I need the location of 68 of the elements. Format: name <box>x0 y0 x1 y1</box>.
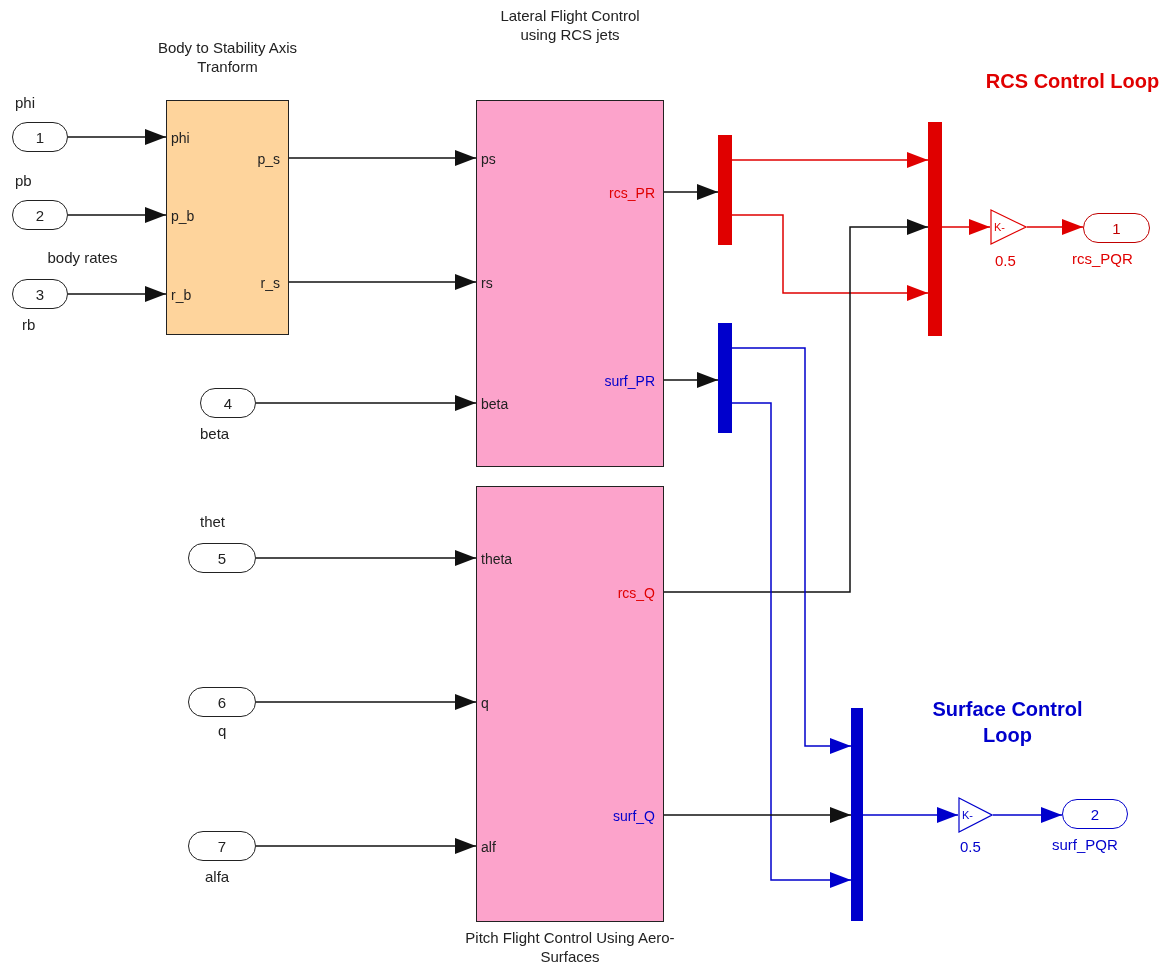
signal-line <box>862 807 959 823</box>
outport: 2 <box>1062 799 1128 829</box>
port-label: r_b <box>171 287 192 303</box>
mux-bar <box>928 122 942 336</box>
signal-line <box>731 347 852 754</box>
outport: 1 <box>1083 213 1150 243</box>
signal-line <box>663 184 719 200</box>
port-label: r_s <box>260 275 280 291</box>
signal-line <box>255 550 477 566</box>
port-name: alfa <box>205 868 230 885</box>
port-name: pb <box>15 172 32 189</box>
loop-title: Surface Control Loop <box>931 697 1084 748</box>
demux-bar <box>718 135 732 245</box>
port-label: phi <box>171 130 190 146</box>
signal-line <box>288 150 477 166</box>
inport: 5 <box>188 543 256 573</box>
signal-line <box>67 286 167 302</box>
port-label: p_s <box>257 151 280 167</box>
block-title: Pitch Flight Control Using Aero-Surfaces <box>464 928 676 966</box>
mux-bar <box>851 708 863 921</box>
inport: 1 <box>12 122 68 152</box>
signal-line <box>663 807 852 823</box>
signal-group-label: body rates <box>46 248 119 268</box>
port-label: surf_Q <box>613 808 655 824</box>
inport: 2 <box>12 200 68 230</box>
block-title: Lateral Flight Control using RCS jets <box>499 6 641 44</box>
port-label: alf <box>481 839 496 855</box>
port-name: thet <box>200 513 226 530</box>
signal-line <box>941 219 991 235</box>
port-label: theta <box>481 551 513 567</box>
inport: 7 <box>188 831 256 861</box>
signal-line <box>67 129 167 145</box>
port-label: rcs_Q <box>617 585 655 601</box>
signal-line <box>255 395 477 411</box>
gain-block: K- <box>958 797 993 833</box>
port-label: ps <box>481 151 496 167</box>
signal-line <box>1026 219 1084 235</box>
signal-line <box>731 152 929 168</box>
inport: 6 <box>188 687 256 717</box>
port-name: rb <box>22 316 36 333</box>
inport: 3 <box>12 279 68 309</box>
gain-value: 0.5 <box>960 838 981 855</box>
inport: 4 <box>200 388 256 418</box>
port-name: rcs_PQR <box>1072 250 1133 267</box>
port-name: q <box>218 722 227 739</box>
signal-line <box>731 402 852 888</box>
signal-line <box>663 372 719 388</box>
port-label: beta <box>481 396 509 412</box>
gain-block: K- <box>990 209 1027 245</box>
port-label: q <box>481 695 489 711</box>
port-name: surf_PQR <box>1052 836 1118 853</box>
signal-line <box>255 694 477 710</box>
gain-value: 0.5 <box>995 252 1016 269</box>
port-name: beta <box>200 425 230 442</box>
signal-line <box>67 207 167 223</box>
signal-line <box>288 274 477 290</box>
block-title: Body to Stability Axis Tranform <box>156 38 299 76</box>
signal-line <box>255 838 477 854</box>
port-label: p_b <box>171 208 195 224</box>
signal-line <box>731 214 929 301</box>
port-label: rcs_PR <box>609 185 655 201</box>
signal-line <box>992 807 1063 823</box>
port-name: phi <box>15 94 36 111</box>
demux-bar <box>718 323 732 433</box>
port-label: rs <box>481 275 493 291</box>
signal-line <box>663 219 929 593</box>
port-label: surf_PR <box>604 373 655 389</box>
loop-title: RCS Control Loop <box>985 69 1160 94</box>
